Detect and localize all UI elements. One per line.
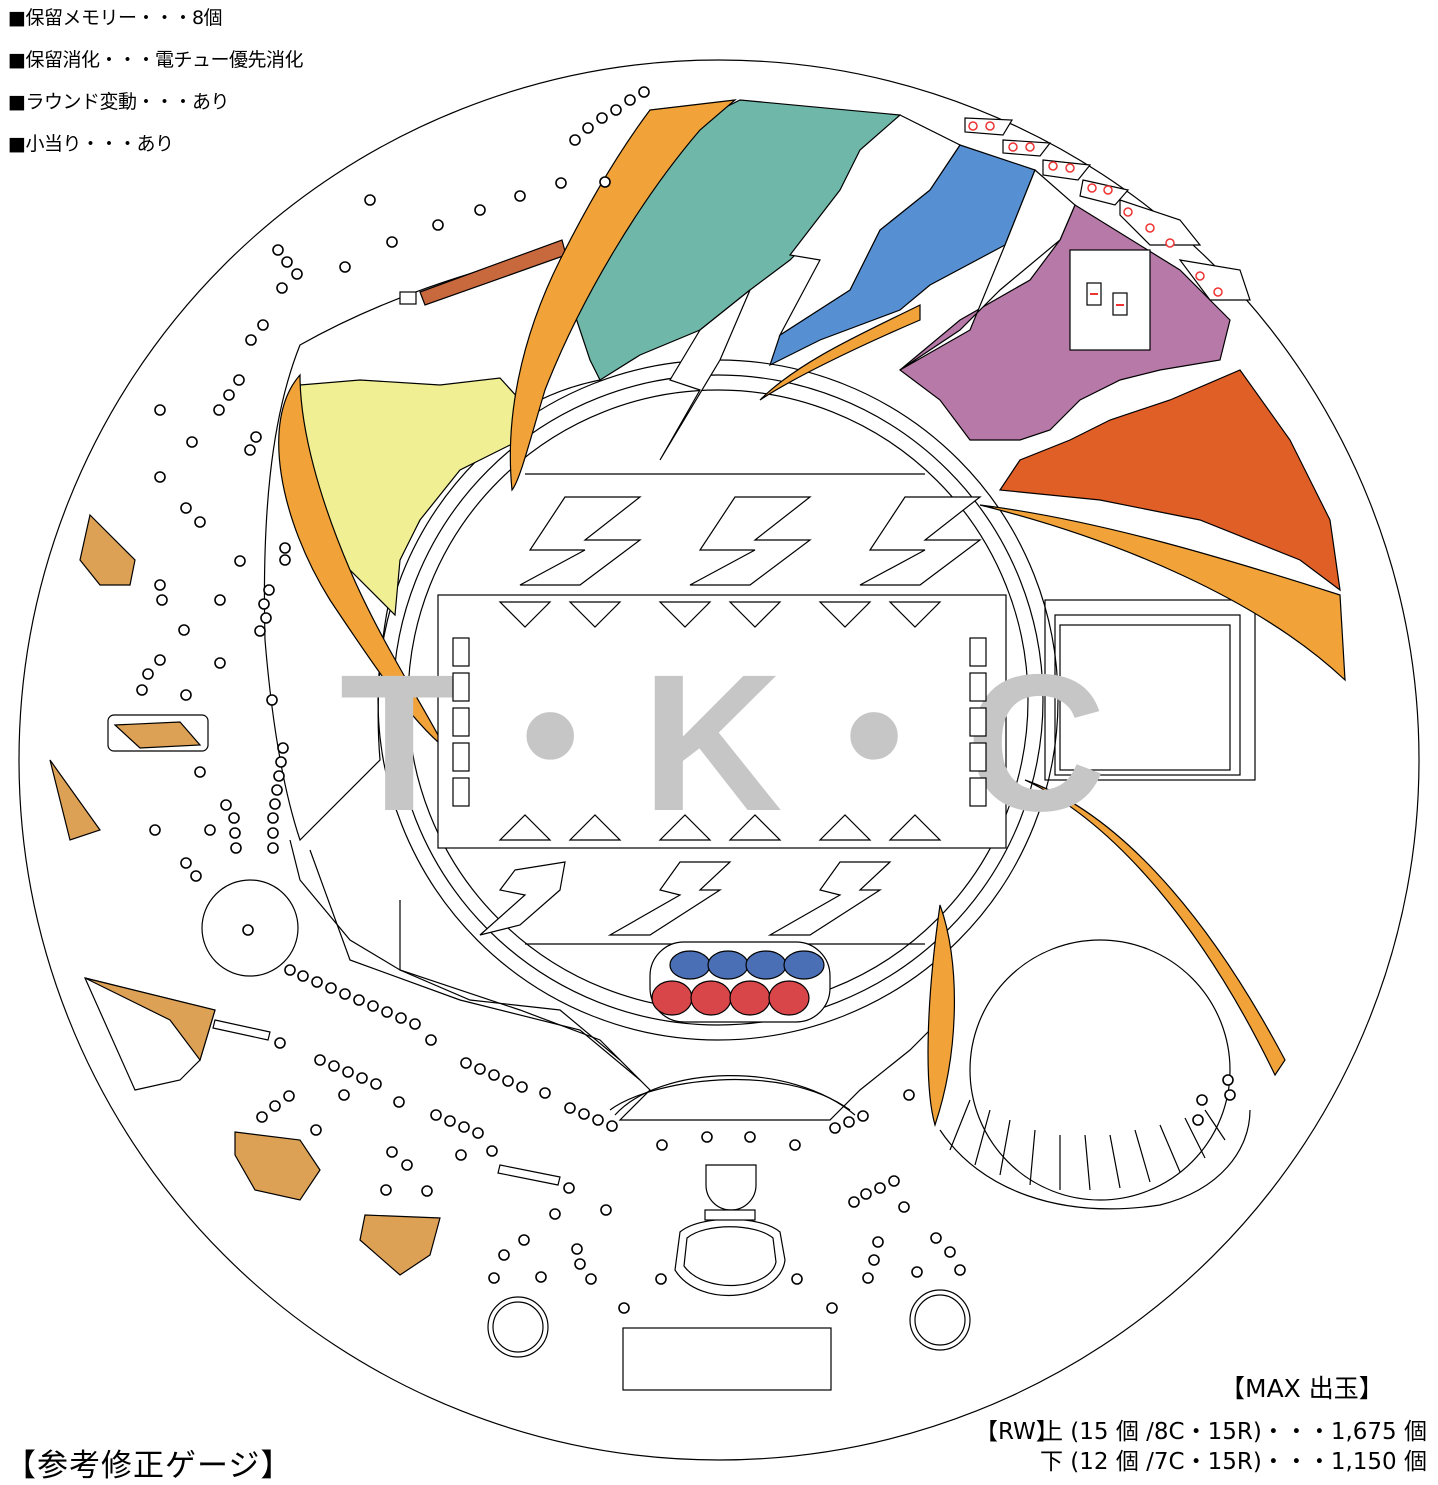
orange-blades [278,99,1346,1128]
bottom-parts [201,291,971,1391]
spec-hold-memory: ■保留メモリー・・・8個 [8,7,223,29]
tan-fragments [49,513,441,1276]
rw-lower-line: 下 (12 個 /7C・15R)・・・1,150 個 [1040,1449,1427,1475]
spec-round-variation: ■ラウンド変動・・・あり [8,91,229,113]
window-box [1069,249,1151,351]
board-outline [18,59,1420,1461]
spec-small-hit: ■小当り・・・あり [8,133,174,155]
nails [136,86,1236,1314]
center-monitor [437,473,1007,945]
ball-indicators [649,941,831,1023]
rw-label: 【RW】 [975,1419,1059,1445]
lightning-z-icons [479,496,982,936]
max-out-title: 【MAX 出玉】 [1220,1374,1384,1403]
pocket-dots [968,121,1223,297]
red-orange-region [998,369,1341,592]
colored-regions [299,99,1341,617]
lightning-bolts [659,114,1076,461]
side-leds [452,637,987,807]
top-right-pockets [964,117,1251,301]
triangle-markers [498,601,942,841]
gauge-title: 【参考修正ゲージ】 [5,1448,293,1484]
right-catcher [939,939,1251,1210]
spec-hold-consumption: ■保留消化・・・電チュー優先消化 [8,49,303,71]
rw-upper-line: 上 (15 個 /8C・15R)・・・1,675 個 [1040,1419,1427,1445]
